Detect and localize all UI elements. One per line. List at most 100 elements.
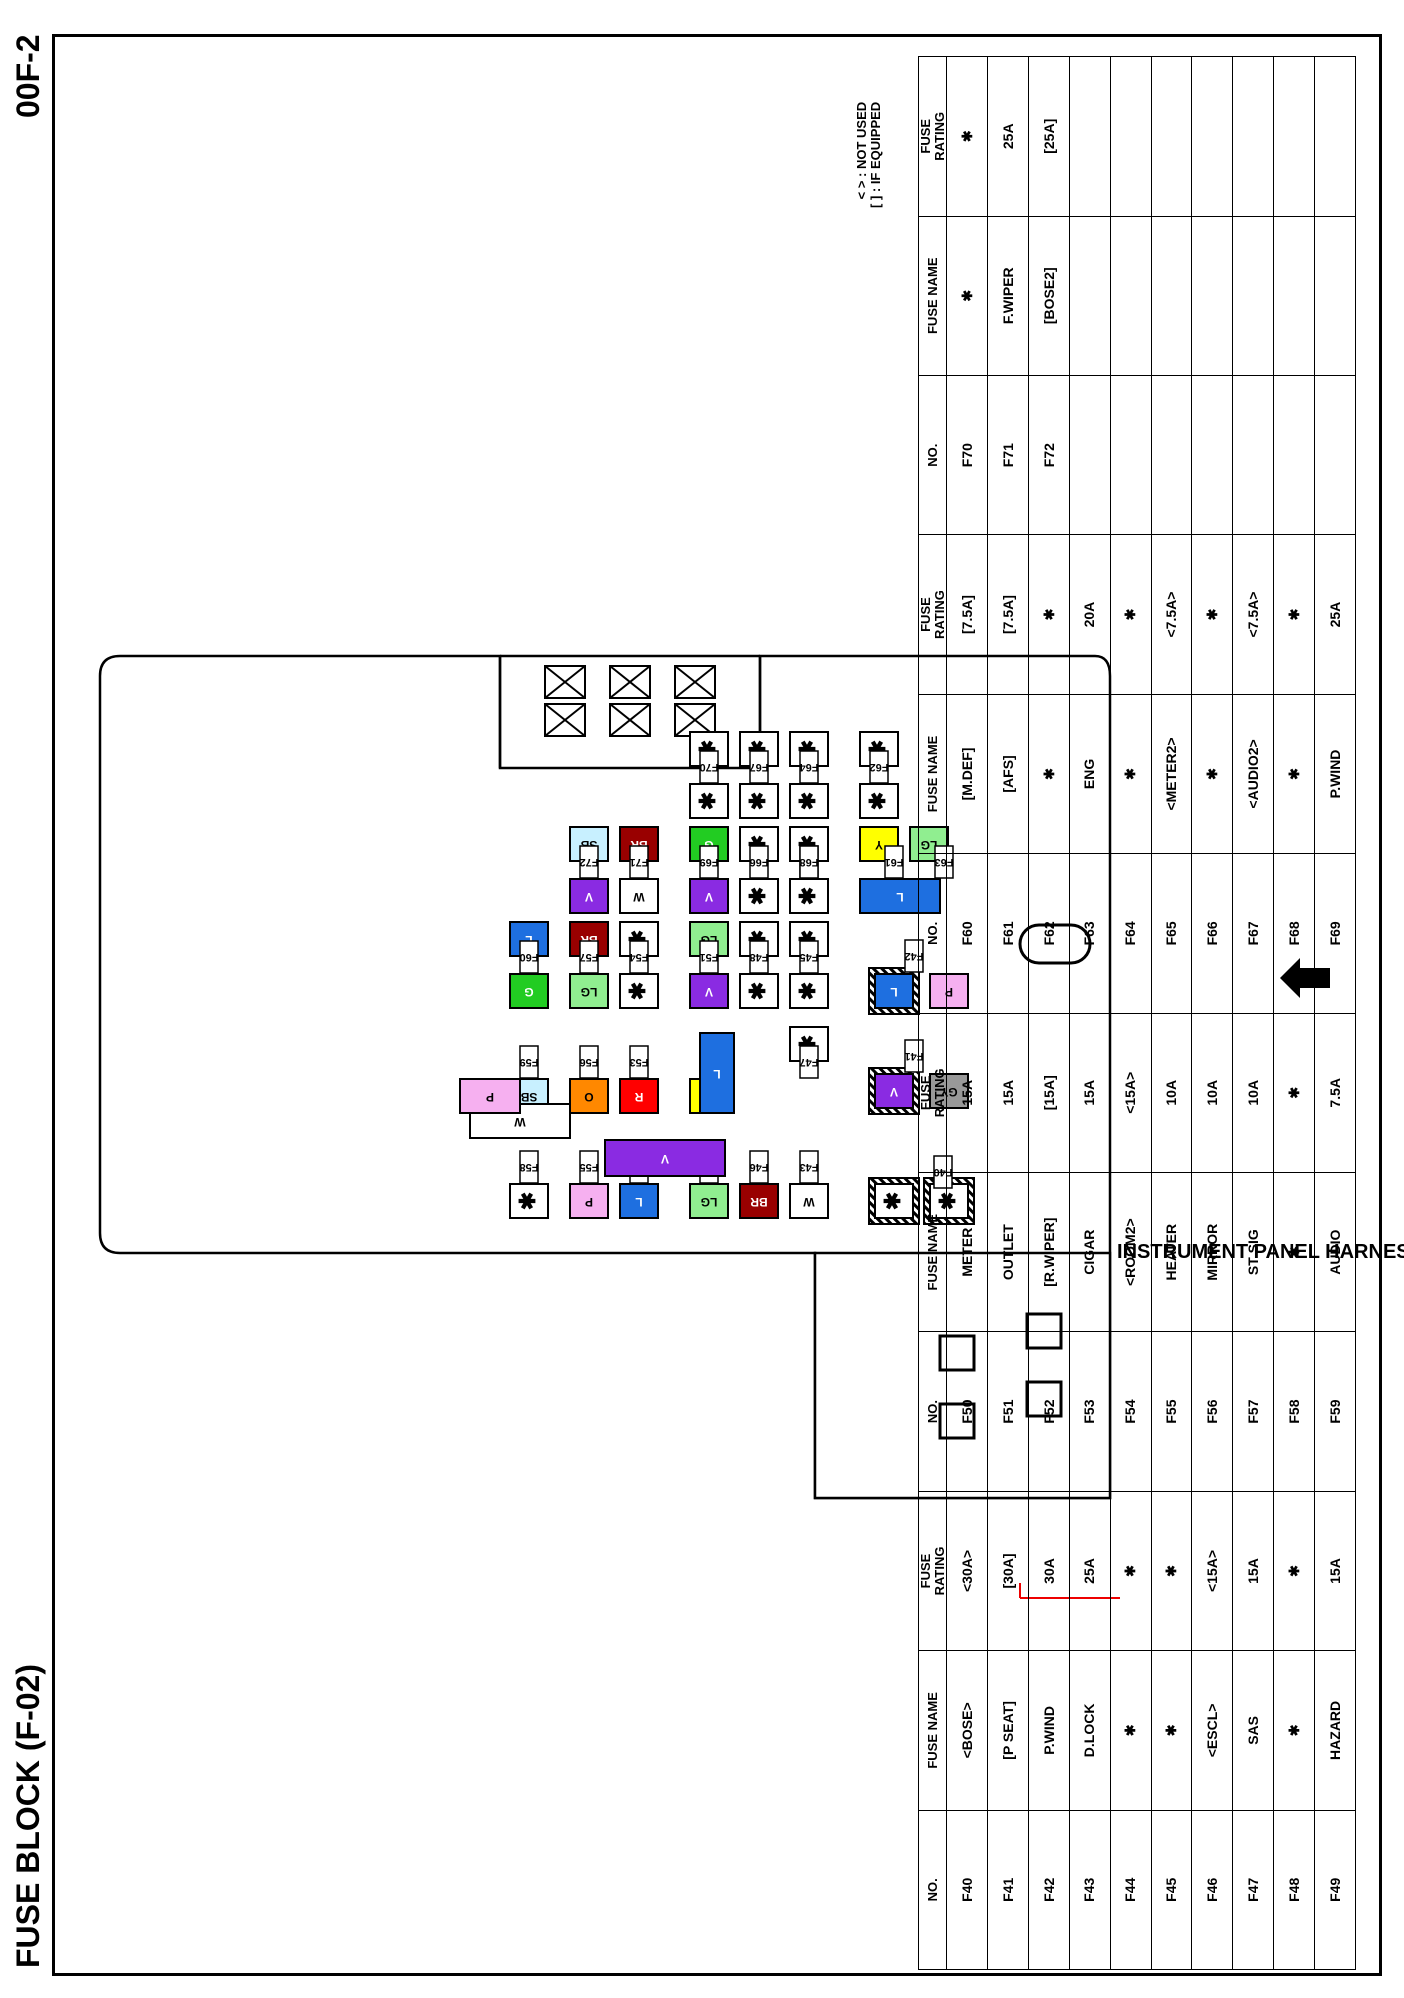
table-cell: <30A> <box>946 1491 988 1651</box>
table-cell <box>1314 216 1356 376</box>
table-cell <box>1191 216 1233 376</box>
fuse-label: F69 <box>700 856 719 868</box>
legend-not-used: < > : NOT USED <box>854 101 869 200</box>
fuse-label-box <box>629 845 649 879</box>
fuse-label: F66 <box>750 856 769 868</box>
legend: < > : NOT USED [ ] : IF EQUIPPED <box>854 101 884 208</box>
table-row: F48✱✱F58✱✱F68✱✱ <box>1273 56 1315 1970</box>
fuse-label-box <box>699 750 719 784</box>
table-cell: MIRROR <box>1191 1172 1233 1332</box>
fuse-top-text: ✱ <box>745 792 770 810</box>
fuse-f63-lg-text: LG <box>921 838 938 852</box>
table-cell: F41 <box>987 1810 1029 1970</box>
table-cell <box>1232 56 1274 217</box>
table-cell: F70 <box>946 375 988 535</box>
table-header-cell: NO. <box>918 375 947 535</box>
fuse-bar-f55-text: W <box>514 1115 526 1129</box>
table-cell: 25A <box>987 56 1029 217</box>
table-cell: METER <box>946 1172 988 1332</box>
fuse-bar-f61-text: L <box>896 890 903 904</box>
fuse-top <box>859 783 899 819</box>
fuse-top <box>569 1183 609 1219</box>
table-cell: [P SEAT] <box>987 1650 1029 1811</box>
fuse-top-text: ✱ <box>625 982 650 1000</box>
fuse-label-box <box>934 845 954 879</box>
table-cell <box>1151 216 1192 376</box>
fuse-top-text: P <box>585 1195 593 1209</box>
hatched-fuse <box>874 1183 914 1219</box>
table-cell: 25A <box>1069 1491 1111 1651</box>
table-cell: F43 <box>1069 1810 1111 1970</box>
fuse-f61-y-text: Y <box>875 838 883 852</box>
table-cell <box>1151 375 1192 535</box>
table-cell: D.LOCK <box>1069 1650 1111 1811</box>
table-cell: <7.5A> <box>1232 534 1274 695</box>
table-cell: HAZARD <box>1314 1650 1356 1811</box>
table-cell: [BOSE2] <box>1028 216 1070 376</box>
fuse-top-text: ✱ <box>795 982 820 1000</box>
table-cell <box>1110 56 1152 217</box>
mount-slot <box>1018 923 1092 965</box>
fuse-top-text: V <box>585 890 593 904</box>
fuse-label: F71 <box>630 856 649 868</box>
fuse-top <box>739 878 779 914</box>
table-cell: F45 <box>1151 1810 1192 1970</box>
fuse-top <box>689 973 729 1009</box>
fuse-top <box>739 973 779 1009</box>
fuse-top <box>509 1183 549 1219</box>
fuse-label: F40 <box>934 1166 953 1178</box>
fuse-bar-f46 <box>604 1139 726 1177</box>
fuse-top <box>619 973 659 1009</box>
fuse-label-box <box>579 940 599 974</box>
table-cell: ✱ <box>1028 694 1070 854</box>
table-cell: HEATER <box>1151 1172 1192 1332</box>
fuse-top-text: ✱ <box>865 792 890 810</box>
fuse-cell <box>929 1073 969 1109</box>
fuse-top <box>789 878 829 914</box>
table-header-cell: FUSE RATING <box>918 1013 947 1173</box>
table-cell: ✱ <box>1110 534 1152 695</box>
table-cell: <7.5A> <box>1151 534 1192 695</box>
table-cell <box>1273 56 1315 217</box>
fuse-top-text: LG <box>581 985 598 999</box>
fuse-label-box <box>519 1150 539 1184</box>
fuse-top-text: V <box>705 985 713 999</box>
fuse-bar-f56-text: P <box>486 1090 494 1104</box>
table-cell: ST SIG <box>1232 1172 1274 1332</box>
fuse-top-text: ✱ <box>795 887 820 905</box>
fuse-top-text: BR <box>750 1195 768 1209</box>
fuse-top-text: L <box>635 1195 642 1209</box>
relay-x <box>544 703 586 737</box>
table-cell: F71 <box>987 375 1029 535</box>
mount-hole <box>938 1334 976 1372</box>
fuse-top <box>619 1183 659 1219</box>
table-cell: ✱ <box>1273 694 1315 854</box>
fuse-top <box>789 1183 829 1219</box>
table-cell <box>1110 375 1152 535</box>
table-cell <box>1273 216 1315 376</box>
table-cell: ✱ <box>946 56 988 217</box>
fuse-label-box <box>884 845 904 879</box>
fuse-top <box>689 783 729 819</box>
table-cell <box>1151 56 1192 217</box>
fuse-top <box>569 1078 609 1114</box>
fuse-top-text: ✱ <box>695 792 720 810</box>
table-cell: <15A> <box>1110 1013 1152 1173</box>
fuse-label: F45 <box>800 951 819 963</box>
table-cell <box>1191 56 1233 217</box>
fuse-label-box <box>933 1155 953 1189</box>
fuse-label: F55 <box>580 1161 599 1173</box>
fuse-top <box>789 973 829 1009</box>
table-cell: F57 <box>1232 1331 1274 1492</box>
table-cell: F40 <box>946 1810 988 1970</box>
table-cell <box>1069 216 1111 376</box>
fuse-label-box <box>579 1045 599 1079</box>
table-cell: [30A] <box>987 1491 1029 1651</box>
fuse-top <box>739 783 779 819</box>
table-header-cell: FUSE NAME <box>918 216 947 376</box>
mount-hole <box>1025 1380 1063 1418</box>
fuse-label-box <box>519 940 539 974</box>
fuse-label: F64 <box>799 761 819 773</box>
